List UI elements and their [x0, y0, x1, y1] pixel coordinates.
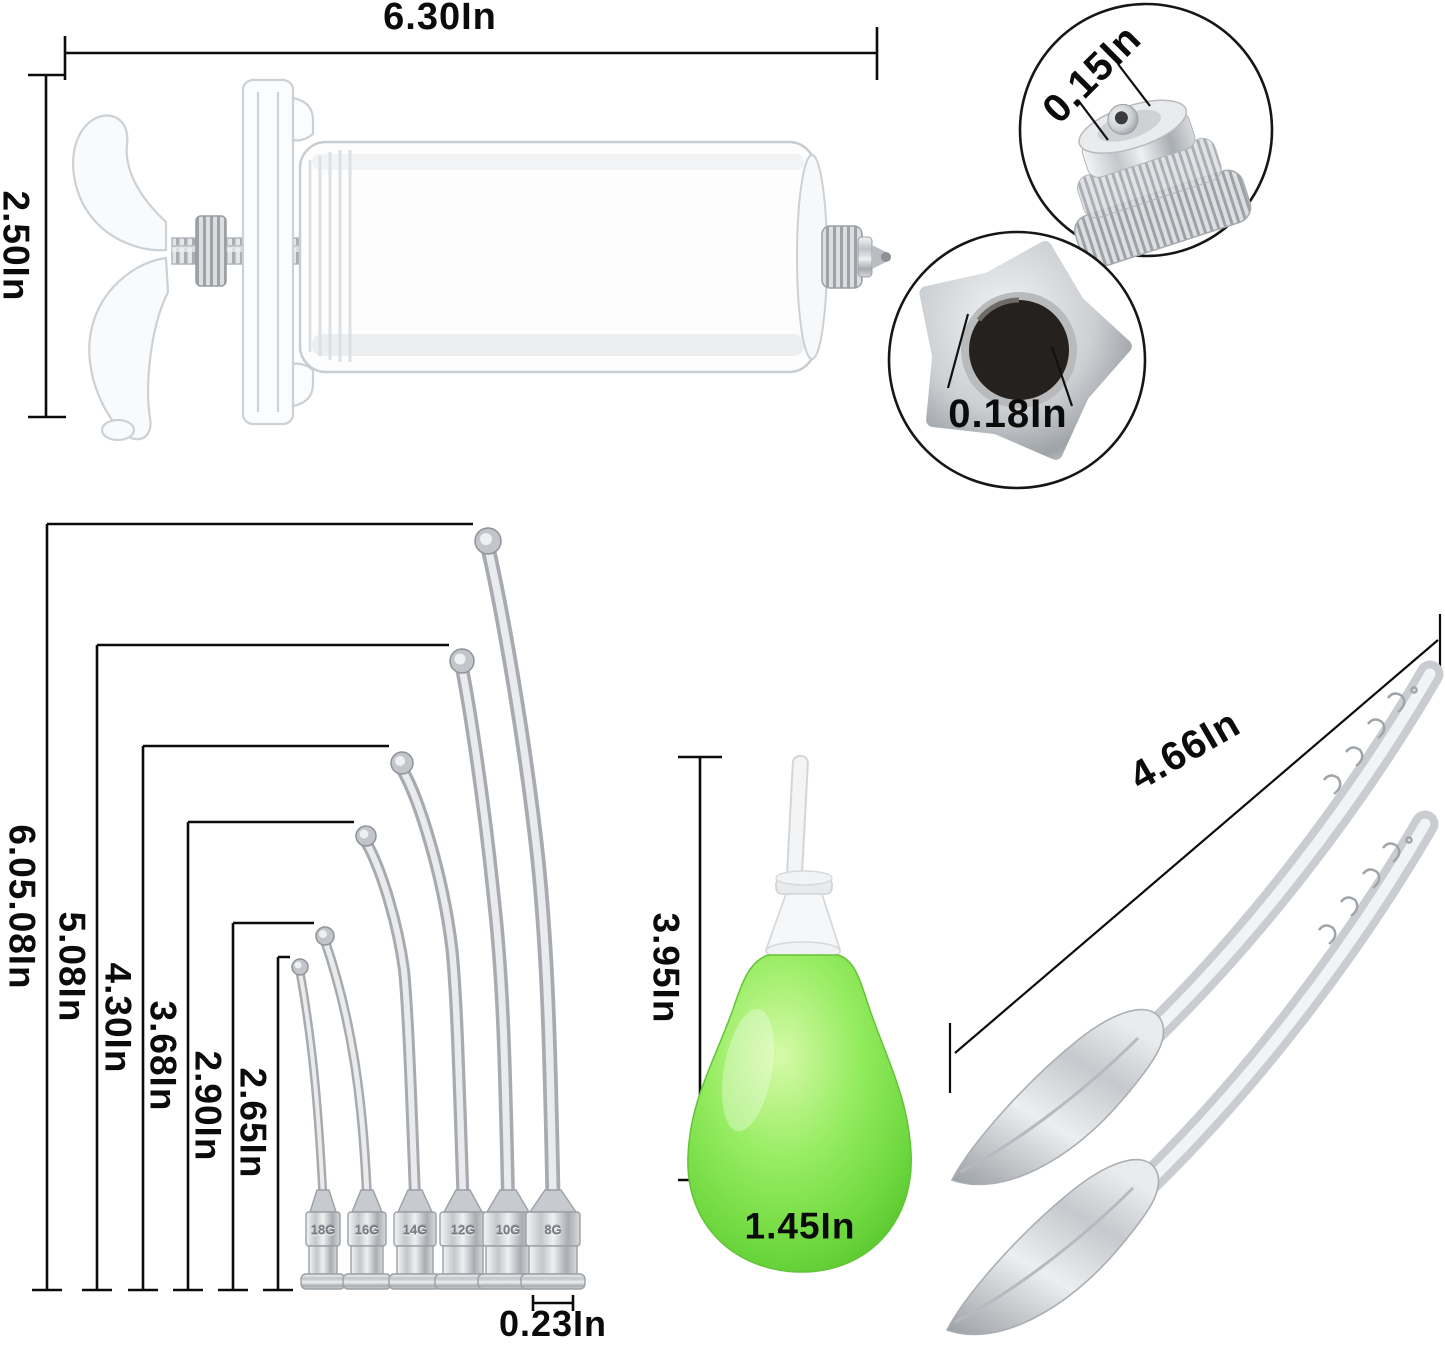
tip-opening-diameter-label: 0.18In: [948, 392, 1068, 436]
syringe-barrel: [298, 140, 891, 374]
needle-length-label: 2.65In: [232, 1067, 274, 1179]
feeding-spoons-illustration: [947, 660, 1444, 1334]
needle-gauge-label: 16G: [354, 1222, 380, 1238]
syringe-width-dim-line: [63, 27, 879, 80]
needle-length-label: 3.68In: [142, 1000, 184, 1112]
bulb-syringe-illustration: [687, 754, 912, 1273]
syringe-height-label: 2.50In: [0, 190, 37, 302]
spoon-engraving: [1323, 686, 1418, 795]
syringe-height-dim-line: [28, 73, 66, 419]
needle-gauge-label: 18G: [310, 1222, 336, 1238]
needle-length-label: 5.08In: [51, 911, 93, 1023]
needle-gauge-label: 10G: [495, 1222, 521, 1238]
luer-tip-illustration: [1074, 99, 1252, 269]
needle-gauge-label: 12G: [450, 1222, 476, 1238]
tip-detail-circles: [887, 2, 1274, 490]
needle-length-label: 2.90In: [187, 1050, 229, 1162]
bulb-height-label: 3.95In: [645, 912, 687, 1024]
needle-ball-tips: [291, 527, 502, 976]
needle-hub-width-label: 0.23In: [498, 1303, 608, 1344]
plunger-flange: [241, 78, 315, 426]
hub-width-dim-line: [531, 1295, 575, 1311]
needle-gauge-label: 8G: [544, 1222, 562, 1238]
syringe-illustration: [71, 78, 891, 442]
adjuster-nut: [195, 215, 227, 287]
tip-opening-illustration: [919, 241, 1132, 460]
syringe-width-label: 6.30In: [383, 0, 497, 38]
spoon-length-dim-line: [948, 614, 1442, 1093]
dimension-lines: [28, 27, 1442, 1311]
needle-hubs: [300, 1189, 586, 1290]
needle-length-label: 6.05.08In: [1, 824, 43, 990]
bulb-width-label: 1.45In: [744, 1205, 856, 1247]
needle-length-label: 4.30In: [97, 962, 139, 1074]
feeding-needles-illustration: [291, 527, 586, 1290]
needle-gauge-label: 14G: [402, 1222, 428, 1238]
